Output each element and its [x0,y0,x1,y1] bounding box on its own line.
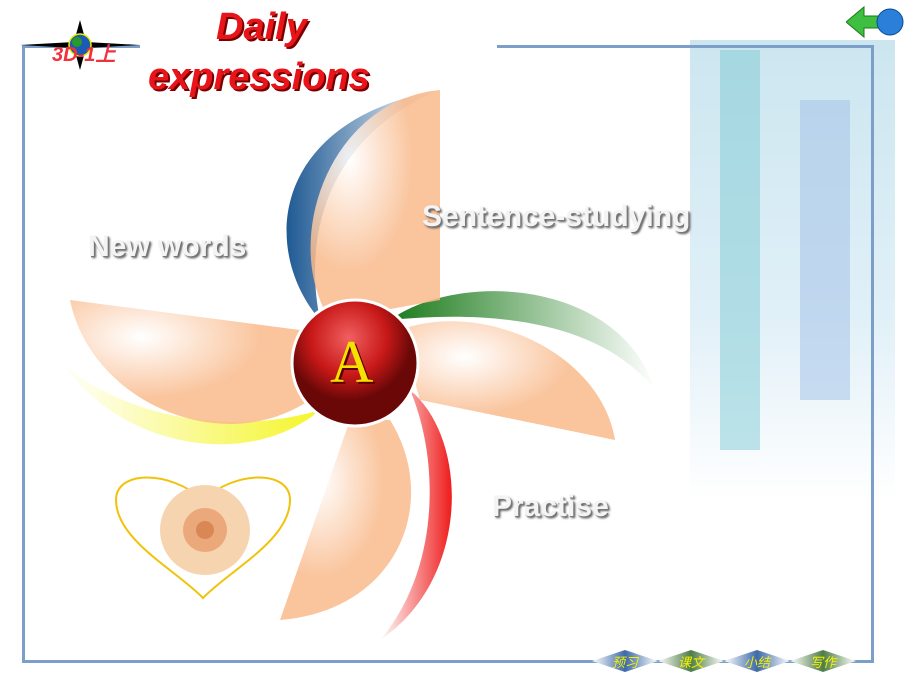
petal-label-practise[interactable]: Practise [492,490,609,523]
bottom-nav: 预习 课文 小结 写作 [592,650,856,672]
nav-writing-button[interactable]: 写作 [790,650,856,672]
logo-text: 3D-1上 [52,44,116,66]
petal-peach [400,321,615,440]
back-home-button[interactable] [845,5,906,39]
petal-label-sentence-studying[interactable]: Sentence-studying [422,200,691,233]
nav-text-button[interactable]: 课文 [658,650,724,672]
decor-bar [720,50,760,450]
nav-summary-button[interactable]: 小结 [724,650,790,672]
petal-peach [280,420,412,620]
decor-bar [800,100,850,400]
title-line2: expressions [148,56,370,98]
center-badge-letter: A [330,329,374,395]
back-arrow-icon [845,5,904,39]
petal-red [380,390,452,640]
center-ball [290,298,420,428]
petal-label-new-words[interactable]: New words [88,230,247,263]
petal-peach [310,90,440,320]
title-backdrop [140,0,497,100]
title-line1: Daily [216,6,307,48]
petal-blue [286,90,440,320]
petal-yellow [60,360,320,445]
logo: 3D-1上 [20,20,140,70]
petal-peach [70,300,310,424]
nav-preview-button[interactable]: 预习 [592,650,658,672]
compass-icon [20,20,140,70]
petal-green [390,291,655,390]
